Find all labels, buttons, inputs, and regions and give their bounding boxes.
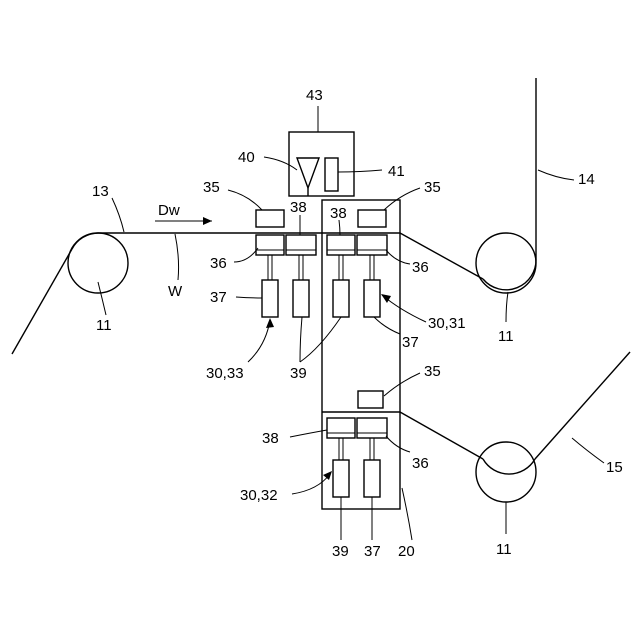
web-to-lower-roller: [400, 412, 483, 459]
label-43: 43: [306, 87, 323, 104]
label-35-lower: 35: [424, 363, 441, 380]
leader-11-right-top: [506, 292, 508, 322]
leader-35-lower: [384, 373, 420, 396]
leader-30-32-arrowhead: [323, 471, 332, 480]
stage-30-31: [327, 235, 387, 317]
pad-38-right: [327, 235, 355, 255]
stage-30-33: [256, 235, 316, 317]
leader-20: [402, 488, 412, 540]
leader-30-31-arrowhead: [381, 294, 391, 303]
web-13-left-segment: [12, 249, 72, 354]
leader-39-upper-b: [300, 317, 341, 362]
label-35-right: 35: [424, 179, 441, 196]
leader-39-upper-a: [300, 317, 302, 362]
sensor-41-block: [325, 158, 338, 191]
sensor-35-lower: [358, 391, 383, 408]
label-39-upper: 39: [290, 365, 307, 382]
label-36-right: 36: [412, 259, 429, 276]
label-15: 15: [606, 459, 623, 476]
leader-37-right: [374, 317, 400, 334]
cyl-39-right: [333, 280, 349, 317]
reference-labels: 13 Dw W 11 43 40 41 35 35 38 38 36 36 37…: [92, 87, 623, 560]
cyl-37-right: [364, 280, 380, 317]
label-dw: Dw: [158, 202, 180, 219]
leader-30-32: [292, 474, 330, 494]
cyl-39-left: [293, 280, 309, 317]
label-30-31: 30,31: [428, 315, 466, 332]
leader-36-left: [234, 248, 258, 262]
leader-30-33-arrowhead: [266, 318, 274, 328]
roller-right-bottom: [476, 442, 536, 502]
cyl-37-lower: [364, 460, 380, 497]
label-37-left: 37: [210, 289, 227, 306]
label-37-lower: 37: [364, 543, 381, 560]
label-11-left: 11: [96, 317, 112, 334]
pad-38-lower: [327, 418, 355, 438]
head-36-right: [357, 235, 387, 255]
head-36-left: [256, 235, 284, 255]
label-30-32: 30,32: [240, 487, 278, 504]
label-20: 20: [398, 543, 415, 560]
label-14: 14: [578, 171, 595, 188]
label-11-right-bottom: 11: [496, 541, 512, 558]
label-w: W: [168, 283, 183, 300]
leader-11-left: [98, 282, 106, 315]
leader-14: [538, 170, 574, 180]
web-14-wrap-arc: [483, 258, 536, 290]
label-40: 40: [238, 149, 255, 166]
label-37-right: 37: [402, 334, 419, 351]
leader-36-lower: [386, 436, 410, 452]
head-36-lower: [357, 418, 387, 438]
roller-right-top: [476, 233, 536, 293]
cyl-37-left: [262, 280, 278, 317]
cyl-39-lower: [333, 460, 349, 497]
label-35-left: 35: [203, 179, 220, 196]
label-13: 13: [92, 183, 109, 200]
label-41: 41: [388, 163, 405, 180]
leader-35-right: [384, 188, 420, 210]
label-36-lower: 36: [412, 455, 429, 472]
direction-arrow-head: [203, 217, 212, 225]
label-11-right-top: 11: [498, 328, 514, 345]
leader-35-left: [228, 190, 262, 210]
leader-36-right: [386, 250, 410, 264]
leader-w: [175, 234, 179, 280]
sensor-35-right: [358, 210, 386, 227]
unit-43: [289, 132, 354, 196]
label-36-left: 36: [210, 255, 227, 272]
pad-38-left: [286, 235, 316, 255]
leader-15: [572, 438, 604, 463]
label-30-33: 30,33: [206, 365, 244, 382]
label-38-lower: 38: [262, 430, 279, 447]
web-15-outgoing: [535, 352, 630, 459]
sensor-35-left: [256, 210, 284, 227]
label-38-b: 38: [330, 205, 347, 222]
stage-30-32: [327, 418, 387, 497]
leader-13: [112, 198, 124, 232]
label-38-a: 38: [290, 199, 307, 216]
web-15-wrap-arc: [483, 459, 535, 474]
label-39-lower: 39: [332, 543, 349, 560]
leader-37-left: [236, 297, 262, 298]
